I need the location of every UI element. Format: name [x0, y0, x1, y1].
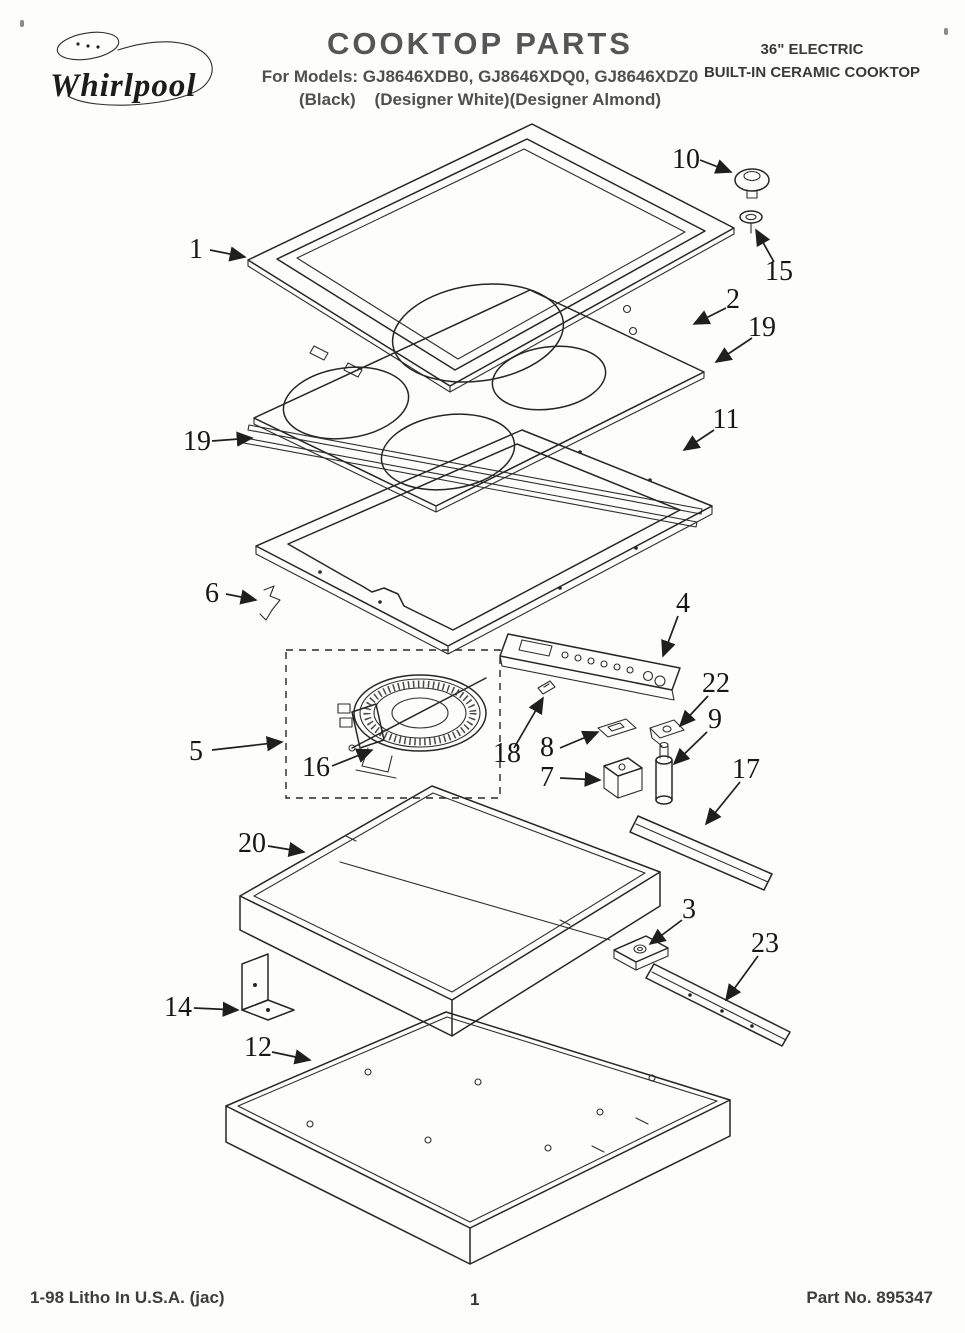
- part-18-clip: [537, 680, 556, 695]
- part-16-heating-element: [337, 674, 487, 779]
- callout-9: 9: [708, 704, 722, 735]
- part-23-rear-channel: [645, 963, 791, 1047]
- part-2-glass-top: [253, 283, 705, 513]
- title-block: COOKTOP PARTS For Models: GJ8646XDB0, GJ…: [240, 26, 720, 110]
- callout-4: 4: [676, 588, 690, 619]
- footer-page-number: 1: [470, 1290, 480, 1309]
- callout-19-left: 19: [183, 426, 211, 457]
- part-6-clip: [259, 585, 281, 621]
- callout-18: 18: [493, 738, 521, 769]
- callout-2: 2: [726, 284, 740, 315]
- callout-12: 12: [244, 1032, 272, 1063]
- colors-line: (Black) (Designer White)(Designer Almond…: [298, 90, 662, 109]
- callout-23: 23: [751, 928, 779, 959]
- callout-1: 1: [189, 234, 203, 265]
- part-19-trim-strips: [243, 424, 703, 528]
- callout-8: 8: [540, 732, 554, 763]
- part-15-grommet: [739, 210, 763, 234]
- part-5-element-kit-box: [285, 649, 501, 799]
- whirlpool-logo: Whirlpool: [42, 24, 232, 116]
- spec-block: 36" ELECTRIC BUILT-IN CERAMIC COOKTOP: [687, 38, 937, 85]
- callout-10: 10: [672, 144, 700, 175]
- footer-litho: 1-98 Litho In U.S.A. (jac): [30, 1288, 225, 1307]
- registration-mark: [20, 20, 24, 27]
- callout-3: 3: [682, 894, 696, 925]
- part-9-spacer: [655, 741, 673, 805]
- part-1-top-frame: [247, 123, 735, 393]
- spec-cooktop-type: BUILT-IN CERAMIC COOKTOP: [703, 64, 921, 82]
- callout-17: 17: [732, 754, 760, 785]
- brand-name: Whirlpool: [50, 68, 197, 104]
- part-4-control-panel: [499, 633, 681, 701]
- callout-6: 6: [205, 578, 219, 609]
- spec-electric: 36" ELECTRIC: [760, 41, 864, 58]
- part-11-main-frame: [255, 429, 713, 655]
- callout-5: 5: [189, 736, 203, 767]
- callout-15: 15: [765, 256, 793, 287]
- part-22-bracket: [649, 719, 685, 747]
- part-14-corner-bracket: [241, 953, 295, 1021]
- callout-11: 11: [713, 404, 740, 435]
- part-7-switch: [603, 757, 643, 799]
- leader-arrows: [193, 159, 775, 1065]
- registration-mark: [944, 28, 948, 35]
- callout-19-right: 19: [748, 312, 776, 343]
- footer-part-number: Part No. 895347: [806, 1288, 933, 1307]
- callout-7: 7: [540, 762, 554, 793]
- part-17-side-trim: [629, 815, 773, 891]
- part-10-knob: [734, 168, 770, 199]
- callout-labels: 1 10 15 2 19 11 19 6 4 22 9 5 16 18 8 7 …: [164, 144, 793, 1063]
- part-8-plate: [597, 718, 637, 738]
- part-3-bracket-plate: [613, 935, 669, 971]
- part-12-bottom-pan: [225, 1011, 731, 1265]
- callout-20: 20: [238, 828, 266, 859]
- callout-16: 16: [302, 752, 330, 783]
- logo-flourish: [56, 31, 213, 106]
- page-title: COOKTOP PARTS: [327, 26, 633, 61]
- part-20-burner-box: [239, 785, 661, 1037]
- callout-22: 22: [702, 668, 730, 699]
- models-line: For Models: GJ8646XDB0, GJ8646XDQ0, GJ86…: [261, 67, 699, 86]
- callout-14: 14: [164, 992, 192, 1023]
